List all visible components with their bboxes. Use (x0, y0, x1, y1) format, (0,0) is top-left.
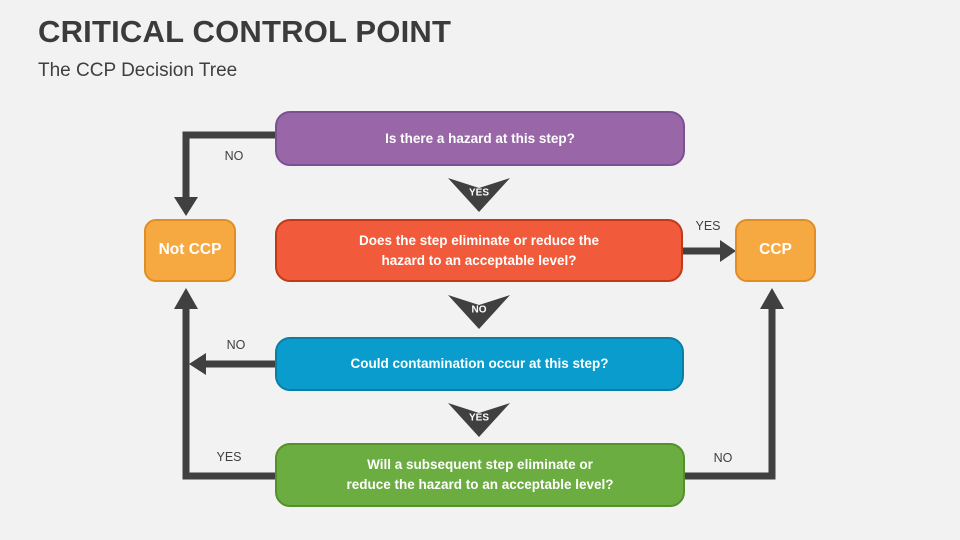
edge-label-q2-yes: YES (695, 219, 721, 233)
edge-label-q4-yes: YES (216, 450, 242, 464)
arrowhead-up-q4-to-ccp (760, 288, 784, 309)
arrowhead-right-q2-to-ccp (720, 240, 736, 262)
arrowhead-left-q3-to-not-ccp (189, 353, 206, 375)
page-subtitle: The CCP Decision Tree (38, 60, 238, 81)
node-not-ccp-label: Not CCP (158, 241, 222, 259)
connector-q4-to-ccp (684, 309, 776, 480)
connector-q1-to-not-ccp (182, 131, 275, 197)
chevron-label-q1-yes: YES (468, 187, 490, 199)
page-title: CRITICAL CONTROL POINT (38, 14, 452, 49)
node-hazard-question: Is there a hazard at this step? (275, 111, 685, 166)
node-eliminate-question-line1: Does the step eliminate or reduce the (358, 232, 600, 248)
node-subsequent-step-line1: Will a subsequent step eliminate or (367, 457, 593, 473)
node-contamination-question-label: Could contamination occur at this step? (350, 356, 609, 372)
connector-q4-to-not-ccp (182, 309, 275, 480)
edge-label-q1-no: NO (224, 149, 244, 163)
arrowhead-down-q1-to-not-ccp (174, 197, 198, 216)
chevron-down-icon-q3-yes (448, 403, 510, 437)
arrowhead-up-q4-to-not-ccp (174, 288, 198, 309)
node-ccp: CCP (735, 219, 816, 282)
node-subsequent-step-question: Will a subsequent step eliminate or redu… (275, 443, 685, 507)
node-eliminate-question-line2: hazard to an acceptable level? (381, 252, 577, 268)
chevron-label-q3-yes: YES (468, 412, 490, 424)
node-contamination-question: Could contamination occur at this step? (275, 337, 684, 391)
chevron-label-q2-no: NO (471, 304, 487, 316)
edge-label-q3-no: NO (226, 338, 246, 352)
node-not-ccp: Not CCP (144, 219, 236, 282)
chevron-down-icon-q1-yes (448, 178, 510, 212)
node-ccp-label: CCP (759, 241, 792, 259)
node-eliminate-question: Does the step eliminate or reduce the ha… (275, 219, 683, 282)
node-subsequent-step-line2: reduce the hazard to an acceptable level… (346, 477, 614, 492)
node-hazard-question-label: Is there a hazard at this step? (385, 130, 575, 146)
edge-label-q4-no: NO (713, 451, 733, 465)
chevron-down-icon-q2-no (448, 295, 510, 329)
